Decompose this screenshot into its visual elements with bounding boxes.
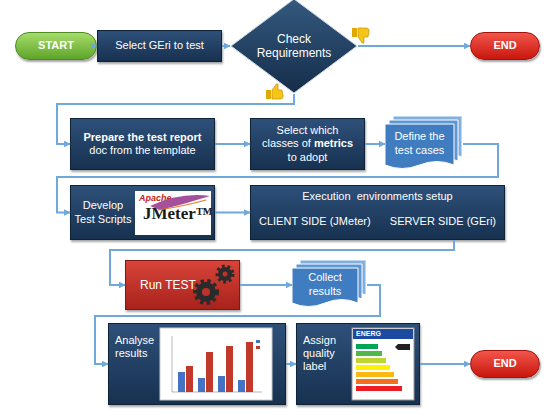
process-box: Run TEST	[125, 260, 240, 310]
thumbs-down-icon	[352, 28, 369, 43]
flow-connector	[215, 212, 250, 214]
bar-chart-picture	[160, 328, 272, 400]
process-text: Analyse results	[115, 334, 161, 360]
environment-row: CLIENT SIDE (JMeter) SERVER SIDE (GEri)	[259, 215, 496, 228]
start-terminal: START	[15, 32, 97, 60]
flow-connector	[286, 363, 296, 365]
process-text: Assign quality label	[303, 334, 349, 374]
process-text: Select GEri to test	[115, 39, 204, 52]
flow-connector	[57, 144, 498, 213]
process-text: Develop Test Scripts	[74, 199, 132, 225]
process-box: Assign quality label	[296, 323, 420, 405]
flow-connector	[420, 363, 470, 365]
document-text-wrap: Define the test cases	[385, 124, 454, 163]
process-text: doc from the template	[89, 144, 195, 157]
jmeter-logo: ApacheJMeter™	[135, 191, 211, 235]
process-text: Prepare the test report	[84, 131, 202, 144]
thumbs-up-icon	[266, 84, 283, 99]
flow-connector	[365, 143, 385, 145]
decision-text: Check Requirements	[257, 32, 332, 61]
diamond-shape	[231, 0, 357, 93]
process-text: Execution environments setup	[259, 190, 496, 203]
process-text-wrap: Select which classes of metrics to adopt	[259, 124, 356, 164]
process-box: Execution environments setupCLIENT SIDE …	[250, 185, 505, 240]
decision-diamond: Check Requirements	[230, 0, 358, 94]
process-box: Prepare the test reportdoc from the temp…	[70, 118, 215, 170]
terminal-text: START	[38, 39, 74, 52]
end-terminal: END	[470, 350, 540, 378]
flow-connector	[95, 285, 380, 364]
process-box: Select which classes of metrics to adopt	[250, 118, 365, 170]
terminal-text: END	[493, 357, 516, 370]
document-sheet	[292, 268, 358, 307]
document-text-wrap: Collect results	[292, 268, 358, 301]
flow-connector	[240, 284, 292, 286]
process-box: Select GEri to test	[97, 30, 222, 62]
terminal-text: END	[493, 39, 516, 52]
flow-connector	[110, 240, 454, 285]
logo-text: Apache	[139, 193, 172, 204]
document-sheet	[385, 124, 454, 169]
process-box: Develop Test ScriptsApacheJMeter™	[70, 185, 215, 240]
document-text: Collect results	[297, 271, 353, 297]
end-terminal: END	[470, 32, 540, 60]
document-text: Define the test cases	[390, 130, 449, 156]
document-stack: Define the test cases	[385, 116, 463, 172]
process-box: Analyse results	[108, 323, 286, 405]
flow-connector	[215, 143, 250, 145]
flow-connector	[222, 45, 230, 47]
diamond-text-wrap: Check Requirements	[256, 0, 333, 94]
flow-connector	[57, 94, 294, 144]
jmeter-feather	[150, 195, 210, 210]
energy-label-picture	[352, 328, 414, 400]
flow-connector	[358, 45, 470, 47]
document-stack: Collect results	[292, 260, 367, 310]
logo-text: JMeter™	[143, 204, 213, 224]
process-text: metrics	[314, 137, 353, 149]
gears-icon	[196, 267, 232, 302]
process-text: Run TEST	[140, 278, 196, 292]
environment-text: SERVER SIDE (GEri)	[390, 215, 496, 228]
environment-text: CLIENT SIDE (JMeter)	[259, 215, 371, 228]
process-text: to adopt	[288, 151, 328, 163]
